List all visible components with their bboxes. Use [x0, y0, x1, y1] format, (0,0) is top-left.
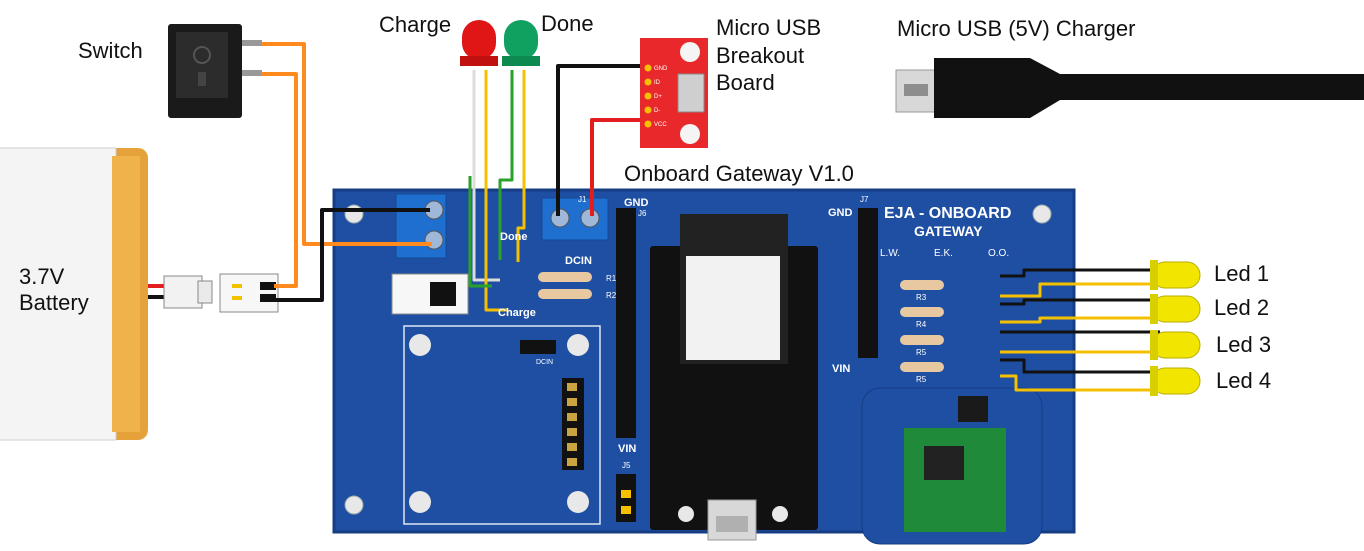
switch-header: [391, 273, 469, 315]
silk-col-oo: O.O.: [988, 248, 1009, 259]
silk-j1: J1: [578, 195, 587, 204]
micro-usb-charger-cable: [895, 58, 1364, 118]
silk-r5a: R5: [916, 348, 927, 357]
battery-terminal-block: [395, 193, 447, 259]
output-leds: [1150, 260, 1201, 396]
silk-charge: Charge: [498, 307, 536, 319]
silk-r2: R2: [606, 291, 617, 300]
usb-pin-id: ID: [654, 80, 661, 86]
label-battery-line1: 3.7V: [19, 264, 65, 289]
label-led-2: Led 2: [1214, 295, 1270, 320]
dcin-terminal-block: [541, 197, 609, 241]
usb-pin-dminus: D-: [654, 108, 660, 114]
label-charger: Micro USB (5V) Charger: [897, 16, 1136, 41]
done-led: [502, 20, 540, 66]
silk-r4: R4: [916, 320, 927, 329]
usb-pin-dplus: D+: [654, 94, 662, 100]
led-3: [1150, 330, 1201, 360]
silk-col-lw: L.W.: [880, 248, 900, 259]
silk-done: Done: [500, 231, 528, 243]
label-done: Done: [541, 11, 594, 36]
label-micro-usb-line1: Micro USB: [716, 15, 822, 40]
silk-j7: J7: [860, 195, 869, 204]
silk-gnd-right: GND: [828, 207, 853, 219]
silk-vin-right: VIN: [832, 363, 850, 375]
silk-j5: J5: [622, 461, 631, 470]
pcb-title-line1: EJA - ONBOARD: [884, 205, 1011, 222]
led-2: [1150, 294, 1201, 324]
rocker-switch: [168, 24, 262, 118]
silk-gnd-left: GND: [624, 197, 649, 209]
silk-r1: R1: [606, 274, 617, 283]
silk-dcin: DCIN: [565, 255, 592, 267]
lora-module: [861, 387, 1043, 545]
led-4: [1150, 366, 1201, 396]
silk-dcin-small: DCIN: [536, 359, 553, 366]
charge-resistors: [538, 272, 592, 299]
battery-jst-connector: [148, 273, 279, 313]
silk-r3: R3: [916, 293, 927, 302]
charge-led: [460, 20, 498, 66]
label-switch: Switch: [78, 38, 143, 63]
label-led-1: Led 1: [1214, 261, 1270, 286]
label-micro-usb-line3: Board: [716, 70, 775, 95]
battery: [0, 147, 148, 441]
label-charge: Charge: [379, 12, 452, 37]
wires: [262, 42, 1160, 392]
label-micro-usb-line2: Breakout: [716, 43, 805, 68]
label-led-3: Led 3: [1216, 332, 1272, 357]
micro-usb-breakout-board: [640, 38, 708, 148]
label-battery-line2: Battery: [19, 290, 89, 315]
silk-r5b: R5: [916, 375, 927, 384]
silk-j6: J6: [638, 209, 647, 218]
esp32-module: [650, 214, 818, 541]
label-onboard-gateway: Onboard Gateway V1.0: [624, 161, 854, 186]
pcb-title-line2: GATEWAY: [914, 223, 983, 239]
label-led-4: Led 4: [1216, 368, 1272, 393]
led-resistors: [900, 280, 944, 372]
silk-vin-left: VIN: [618, 443, 636, 455]
silk-col-ek: E.K.: [934, 248, 953, 259]
usb-pin-vcc: VCC: [654, 122, 667, 128]
usb-pin-gnd: GND: [654, 66, 668, 72]
led-1: [1150, 260, 1201, 290]
